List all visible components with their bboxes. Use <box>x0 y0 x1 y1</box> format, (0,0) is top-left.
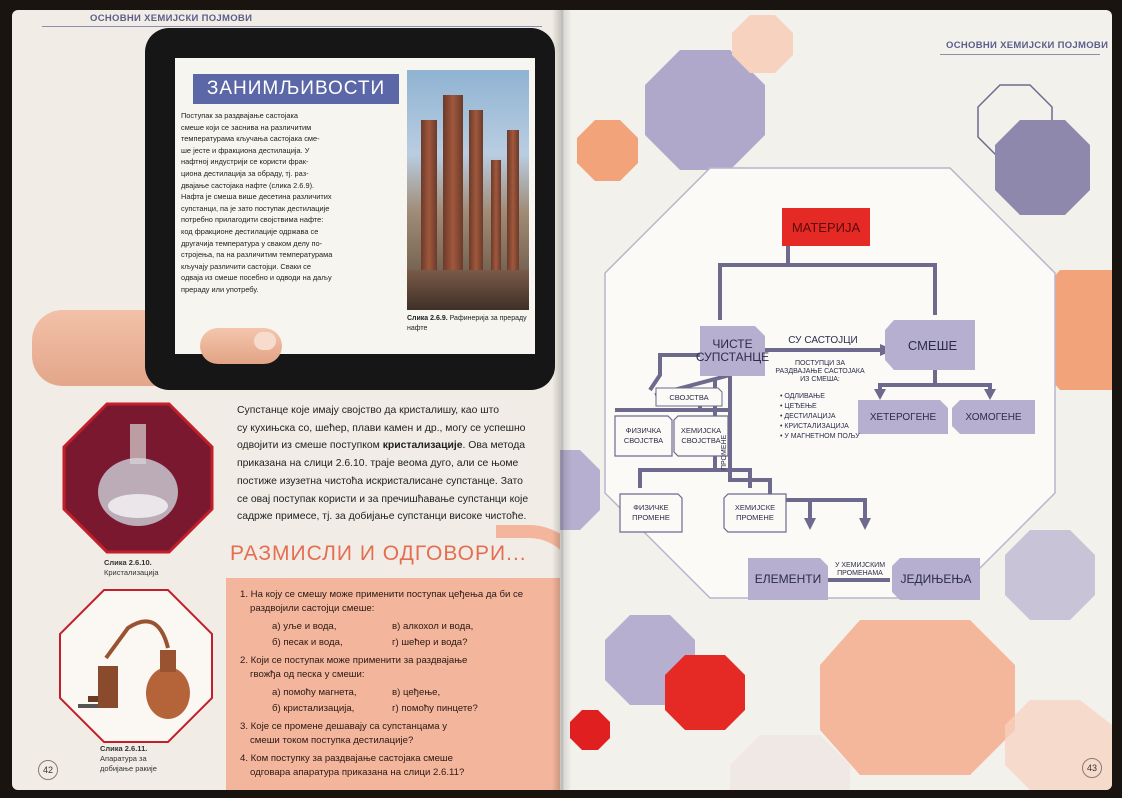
text-line: температурама кључања састојака сме- <box>181 134 320 144</box>
question-2-line2: гвожђа од песка у смеши: <box>250 669 365 680</box>
text-line: ше јесте и фракциона дестилација. У <box>181 145 310 155</box>
text-line: двајање састојака нафте (слика 2.6.9). <box>181 180 315 190</box>
answer-option: б) песак и вода, <box>272 637 343 648</box>
answer-option: г) помоћу пинцете? <box>392 703 478 714</box>
crystallization-image <box>62 402 214 554</box>
text-line: код фракционе дестилације одржава се <box>181 226 319 236</box>
figure-caption-2-6-9: Слика 2.6.9. Рафинерија за прераду нафте <box>407 315 527 332</box>
header-rule-left <box>42 26 542 27</box>
crystallization-paragraph: Супстанце које имају својство да кристал… <box>237 402 551 526</box>
text-line: кључају различити састојци. Сваки се <box>181 261 311 271</box>
text-line: одвојити из смеше поступком кристализаци… <box>237 440 526 452</box>
node-jedinjenja: ЈЕДИЊЕЊА <box>900 572 972 586</box>
header-rule-right <box>940 54 1100 55</box>
text-line: потребно прилагодити својствима нафте: <box>181 215 324 225</box>
node-ciste-supstance: ЧИСТЕ СУПСТАНЦЕ <box>695 337 770 364</box>
text-line: приказана на слици 2.6.10. траје веома д… <box>237 458 519 470</box>
decorative-arc <box>496 525 560 648</box>
node-materija: МАТЕРИЈА <box>791 219 861 235</box>
text-line: смеше који се заснива на различитим <box>181 122 312 132</box>
fingernail <box>254 332 276 350</box>
node-fizicke-promene: ФИЗИЧКЕ ПРОМЕНЕ <box>632 503 670 522</box>
question-3-line2: смеши током поступка дестилације? <box>250 735 414 746</box>
left-page: ОСНОВНИ ХЕМИЈСКИ ПОЈМОВИ ЗАНИМЉИВОСТИ По… <box>12 10 560 790</box>
zanimljivosti-text: Поступак за раздвајање састојака смеше к… <box>181 110 401 296</box>
answer-option: б) кристализација, <box>272 703 355 714</box>
label-postupci: ПОСТУПЦИ ЗА РАЗДВАЈАЊЕ САСТОЈАКА ИЗ СМЕШ… <box>775 360 865 383</box>
question-4: 4. Ком поступку за раздвајање састојака … <box>240 753 453 764</box>
text-line: циона дестилација за обраду, тј. раз- <box>181 168 309 178</box>
node-heterogene: ХЕТЕРОГЕНЕ <box>869 411 937 423</box>
text-line: садрже примесе, тј. за добијање супстанц… <box>237 511 527 523</box>
text-line: супстанци, па је зато поступак дестилаци… <box>181 203 330 213</box>
label-promene: ПРОМЕНЕ <box>721 434 728 470</box>
right-page: ОСНОВНИ ХЕМИЈСКИ ПОЈМОВИ МАТЕРИЈА ЧИСТЕ … <box>560 10 1112 790</box>
question-1: 1. На коју се смешу може применити посту… <box>240 589 524 600</box>
book-gutter <box>552 10 572 790</box>
node-homogene: ХОМОГЕНЕ <box>965 411 1022 423</box>
question-1-line2: раздвојили састојци смеше: <box>250 603 375 614</box>
text-line: Нафта је смеша више десетина различитих <box>181 192 332 202</box>
text-line: прераду или употребу. <box>181 284 259 294</box>
refinery-photo <box>407 70 529 310</box>
key-term: кристализације <box>382 440 463 452</box>
node-elementi: ЕЛЕМЕНТИ <box>754 572 822 586</box>
question-4-line2: одговара апаратура приказана на слици 2.… <box>250 767 465 778</box>
text-line: одваја из смеше посебно и одводи на даљу <box>181 273 332 283</box>
label-u-hemijskim-promenama: У ХЕМИЈСКИМ ПРОМЕНАМА <box>834 562 886 577</box>
concept-map-graphics <box>560 15 1112 790</box>
page-number-left: 42 <box>38 760 58 780</box>
answer-option: в) алкохол и вода, <box>392 621 474 632</box>
node-hemijske-promene: ХЕМИЈСКЕ ПРОМЕНЕ <box>734 503 776 522</box>
zanimljivosti-title: ЗАНИМЉИВОСТИ <box>193 74 399 104</box>
text-line: стројења, па на различитим температурама <box>181 250 333 260</box>
node-hemijska-svojstva: ХЕМИЈСКА СВОЈСТВА <box>680 426 722 445</box>
answer-option: а) помоћу магнета, <box>272 687 357 698</box>
answer-option: г) шећер и вода? <box>392 637 468 648</box>
text-line: нафтној индустрији се користи фрак- <box>181 157 309 167</box>
figure-caption-2-6-10: Слика 2.6.10. Кристализација <box>104 558 159 577</box>
text-line: Поступак за раздвајање састојака <box>181 111 298 120</box>
textbook-spread: ОСНОВНИ ХЕМИЈСКИ ПОЈМОВИ ЗАНИМЉИВОСТИ По… <box>12 10 1112 790</box>
page-number-right: 43 <box>1082 758 1102 778</box>
running-header-left: ОСНОВНИ ХЕМИЈСКИ ПОЈМОВИ <box>90 13 253 24</box>
label-su-sastojci: СУ САСТОЈЦИ <box>788 335 858 346</box>
distillation-apparatus-image <box>59 589 213 743</box>
tablet-screen: ЗАНИМЉИВОСТИ Поступак за раздвајање саст… <box>175 58 535 354</box>
node-smese: СМЕШЕ <box>907 337 958 353</box>
separation-methods-list: • ОДЛИВАЊЕ • ЦЕЂЕЊЕ • ДЕСТИЛАЦИЈА • КРИС… <box>780 393 860 440</box>
label-svojstva: СВОЈСТВА <box>669 392 709 402</box>
text-line: постиже изузетна чистоћа искристалисане … <box>237 475 523 487</box>
text-line: Супстанце које имају својство да кристал… <box>237 405 500 416</box>
text-line: другачија температура у сваком делу по- <box>181 238 323 248</box>
quiz-box: 1. На коју се смешу може применити посту… <box>226 578 560 790</box>
text-line: се овај поступак користи и за пречишћава… <box>237 493 529 505</box>
node-fizicka-svojstva: ФИЗИЧКА СВОЈСТВА <box>623 426 664 445</box>
tablet-frame: ЗАНИМЉИВОСТИ Поступак за раздвајање саст… <box>145 28 555 390</box>
razmisli-title: РАЗМИСЛИ И ОДГОВОРИ... <box>230 542 527 565</box>
question-3: 3. Које се промене дешавају са супстанца… <box>240 721 448 732</box>
figure-caption-2-6-11: Слика 2.6.11. Апаратура за добијање раки… <box>100 744 157 773</box>
answer-option: в) цеђење, <box>392 687 441 698</box>
text-line: су кухињска со, шећер, плави камен и др.… <box>237 422 526 434</box>
running-header-right: ОСНОВНИ ХЕМИЈСКИ ПОЈМОВИ <box>946 40 1109 51</box>
answer-option: а) уље и вода, <box>272 621 337 632</box>
question-2: 2. Који се поступак може применити за ра… <box>240 655 468 666</box>
